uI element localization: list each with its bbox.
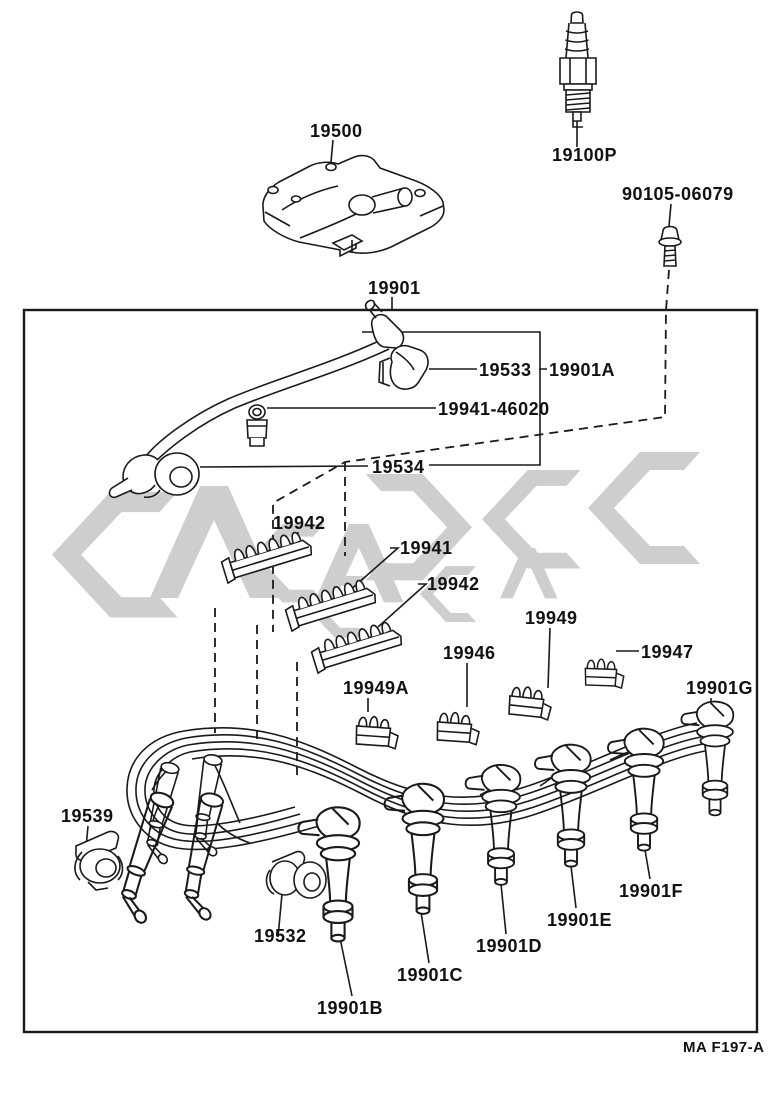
dashed-locator-lines <box>214 269 670 775</box>
bolt-drawing <box>658 225 682 267</box>
clamp-19949-drawing <box>507 684 554 721</box>
label-19901D: 19901D <box>476 936 542 956</box>
label-19901E: 19901E <box>547 910 612 930</box>
label-19901: 19901 <box>368 278 421 298</box>
boot-19901F-drawing <box>607 727 665 852</box>
label-90105-06079: 90105-06079 <box>622 184 734 204</box>
label-19539: 19539 <box>61 806 114 826</box>
clamp-19941-46020-drawing <box>246 404 268 447</box>
clamp-19949A-drawing <box>354 714 401 750</box>
ignition-coil-drawing <box>262 154 445 258</box>
diagram-inner-box <box>362 331 541 466</box>
elbow-boot-drawing <box>364 299 405 349</box>
label-19949: 19949 <box>525 608 578 628</box>
clamp-19947-drawing <box>583 657 626 689</box>
label-19942-upper: 19942 <box>273 513 326 533</box>
clamp-19532-drawing <box>265 850 327 899</box>
wire-clamps <box>354 657 626 750</box>
cover-19533-drawing <box>378 344 429 390</box>
label-19941: 19941 <box>400 538 453 558</box>
label-19901C: 19901C <box>397 965 463 985</box>
distributor-wire-and-grommet <box>108 299 429 499</box>
label-19941-46020: 19941-46020 <box>438 399 550 419</box>
label-19901F: 19901F <box>619 881 683 901</box>
label-19901A: 19901A <box>549 360 615 380</box>
label-19947: 19947 <box>641 642 694 662</box>
label-19532: 19532 <box>254 926 307 946</box>
label-19942-lower: 19942 <box>427 574 480 594</box>
label-19946: 19946 <box>443 643 496 663</box>
label-19901G: 19901G <box>686 678 753 698</box>
label-19100P: 19100P <box>552 145 617 165</box>
label-19500: 19500 <box>310 121 363 141</box>
label-19949A: 19949A <box>343 678 409 698</box>
part-number-labels: 19500 19100P 90105-06079 19901 19533 199… <box>61 121 764 1056</box>
label-19533: 19533 <box>479 360 532 380</box>
spark-plug-drawing <box>559 11 597 128</box>
boot-19901G-drawing <box>680 700 735 817</box>
clamp-19539-drawing <box>74 830 124 891</box>
label-19534: 19534 <box>372 457 425 477</box>
label-19901B: 19901B <box>317 998 383 1018</box>
diagram-outer-box <box>22 308 759 1034</box>
holder-19942-lower-drawing <box>308 617 405 674</box>
grommet-19534-drawing <box>108 452 200 499</box>
figure-code: MA F197-A <box>683 1039 764 1056</box>
boot-19901E-drawing <box>534 743 592 868</box>
clamp-19946-drawing <box>435 710 482 746</box>
